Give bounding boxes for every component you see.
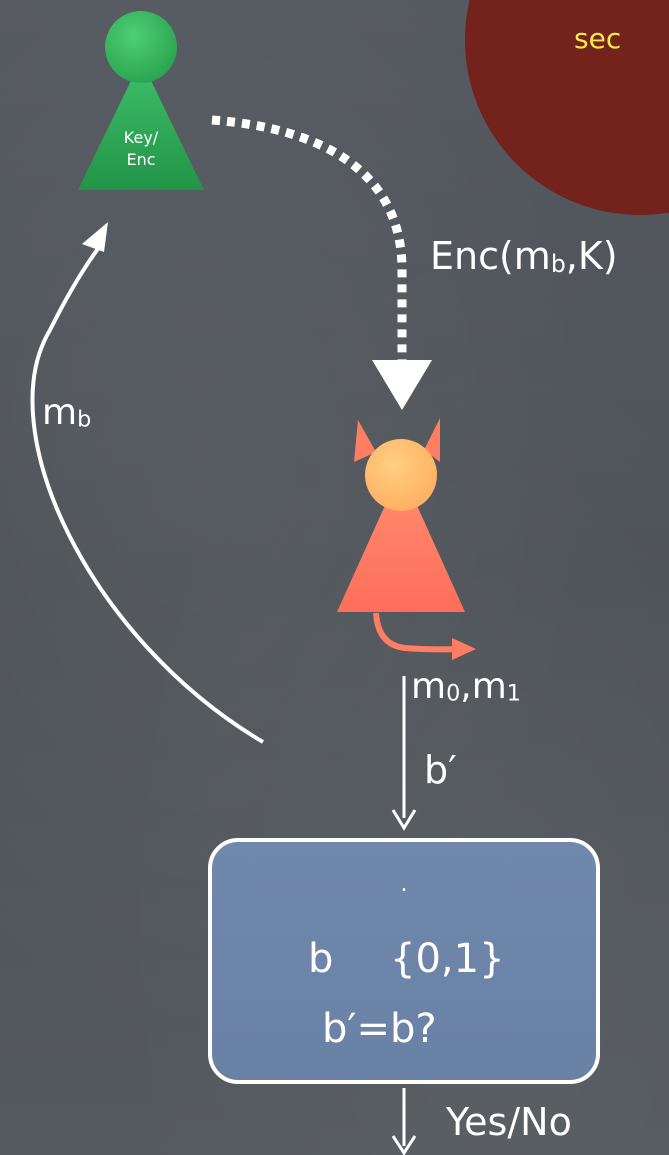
ciphertext-label-sub: b: [550, 249, 566, 278]
guess-label: b′: [424, 748, 457, 792]
adversary-tail-tip: [452, 638, 476, 660]
key-enc-label-line1: Key/: [123, 128, 159, 147]
ciphertext-label-tail: ,K): [565, 234, 618, 278]
adversary-horn-left: [354, 420, 376, 462]
adversary-body: [337, 470, 465, 612]
message-label-main: m: [42, 392, 78, 433]
key-enc-label-line2: Enc: [126, 150, 156, 169]
message-label-sub: b: [77, 406, 92, 433]
pair-m1-sub: 1: [506, 680, 521, 707]
key-enc-node-head: [105, 11, 177, 83]
ciphertext-arrowhead: [372, 360, 432, 410]
challenger-box: .: [208, 838, 600, 1084]
message-pair-label: m0,m1: [411, 666, 521, 707]
message-arrowhead: [82, 222, 108, 252]
ciphertext-dotted-arrow: [211, 115, 407, 360]
pair-comma-m1: ,m: [460, 666, 507, 707]
challenger-check: b′=b?: [322, 1006, 437, 1052]
challenger-sample-b: b: [308, 936, 334, 982]
key-enc-node-label: Key/ Enc: [111, 127, 171, 171]
message-label: mb: [42, 392, 91, 433]
guess-arrowhead: [391, 809, 417, 831]
adversary-tail: [373, 612, 463, 653]
ciphertext-label-main: Enc(m: [430, 234, 551, 278]
corner-caption: sec: [574, 22, 622, 55]
key-enc-node-body: [78, 60, 204, 190]
corner-circle: [465, 0, 669, 215]
challenger-sample-set: {0,1}: [390, 936, 505, 982]
output-arrowhead: [391, 1135, 417, 1155]
ciphertext-label: Enc(mb,K): [430, 234, 618, 278]
pair-m0-sub: 0: [446, 680, 461, 707]
adversary-head: [365, 439, 437, 511]
challenger-box-dot: .: [400, 872, 408, 897]
adversary-horn-right: [424, 418, 440, 462]
output-label: Yes/No: [446, 1100, 572, 1144]
message-curved-arrow: [30, 244, 265, 744]
pair-m0: m: [411, 666, 447, 707]
